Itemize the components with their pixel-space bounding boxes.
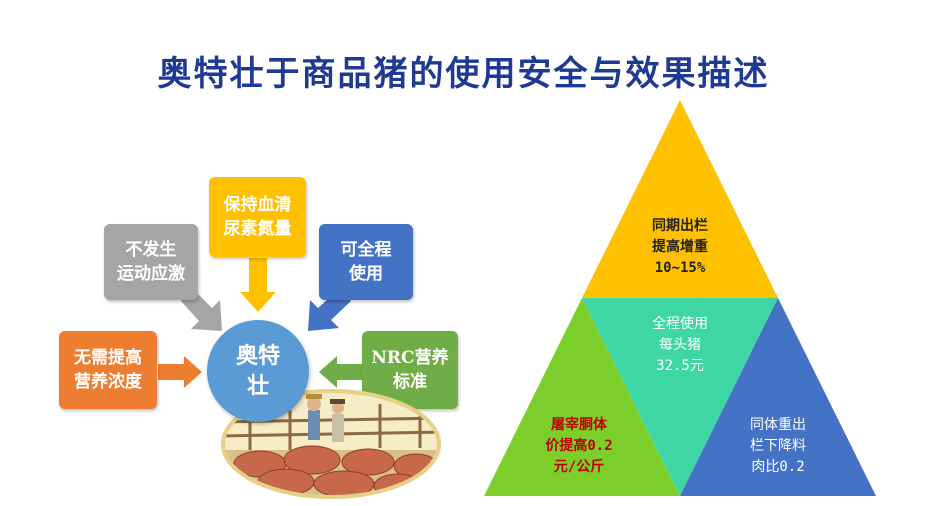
farmer-figures xyxy=(306,394,345,442)
box-whole-course-label: 可全程 使用 xyxy=(340,240,392,284)
arrow-right-orange xyxy=(158,356,202,388)
box-whole-course: 可全程 使用 xyxy=(319,224,413,300)
pyramid-right-triangle xyxy=(680,298,876,496)
benefits-pyramid xyxy=(484,100,876,496)
center-product-circle: 奥特 壮 xyxy=(207,320,309,422)
box-no-higher-nutrition-label: 无需提高 营养浓度 xyxy=(74,348,142,392)
pyramid-left-triangle xyxy=(484,298,680,496)
box-no-stress-label: 不发生 运动应激 xyxy=(117,240,185,284)
pyramid-top-text: 同期出栏 提高增重 10~15% xyxy=(652,218,708,276)
box-serum-urea: 保持血清 尿素氮量 xyxy=(209,177,306,257)
pyramid-middle-triangle xyxy=(582,298,778,496)
pyramid-middle-text: 全程使用 每头猪 32.5元 xyxy=(652,316,708,374)
box-no-stress: 不发生 运动应激 xyxy=(104,224,198,300)
pig-farm-illustration xyxy=(221,389,441,499)
box-serum-urea-label: 保持血清 尿素氮量 xyxy=(223,195,292,239)
box-no-higher-nutrition: 无需提高 营养浓度 xyxy=(59,331,157,409)
box-nrc-standard-label: NRC营养 标准 xyxy=(371,348,449,392)
pyramid-right-text: 同体重出 栏下降料 肉比0.2 xyxy=(750,417,806,475)
center-product-label: 奥特 壮 xyxy=(235,343,280,399)
pyramid-top-triangle xyxy=(582,100,778,298)
page-title: 奥特壮于商品猪的使用安全与效果描述 xyxy=(157,54,770,94)
arrow-left-green xyxy=(319,356,363,388)
pyramid-left-text: 屠宰胴体 价提高0.2 元/公斤 xyxy=(545,417,613,475)
arrow-down-gold xyxy=(240,258,276,312)
pigs-group xyxy=(233,445,438,496)
